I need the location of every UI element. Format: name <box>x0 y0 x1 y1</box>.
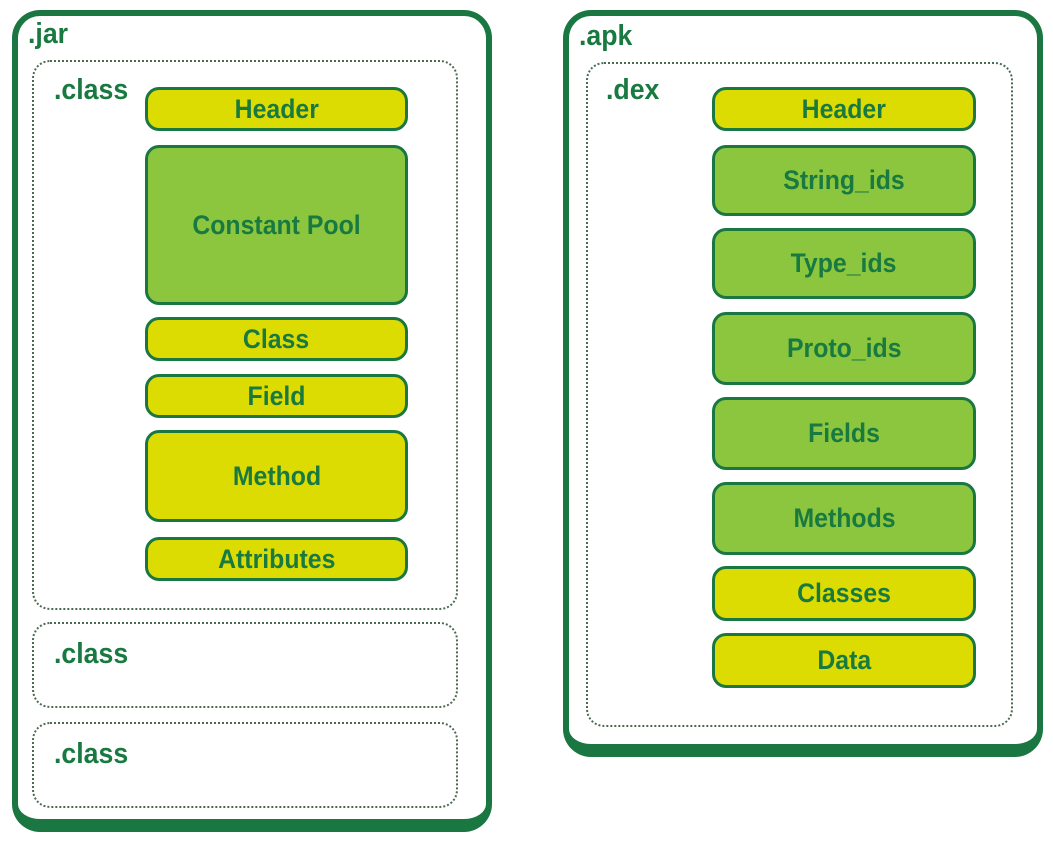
block-type-ids-label: Type_ids <box>791 248 897 278</box>
block-field-label: Field <box>247 380 306 411</box>
block-class-label: Class <box>243 323 310 354</box>
block-classes-label: Classes <box>797 578 891 608</box>
class-container-empty-1 <box>32 622 458 708</box>
block-header-class: Header <box>145 87 408 131</box>
block-constant-pool: Constant Pool <box>145 145 408 305</box>
dex-container <box>586 62 1013 727</box>
class-empty-1-label: .class <box>54 638 129 670</box>
block-data-label: Data <box>817 645 871 675</box>
block-header-dex: Header <box>712 87 976 131</box>
block-string-ids-label: String_ids <box>783 165 905 195</box>
block-methods-label: Methods <box>792 503 896 533</box>
block-header-class-label: Header <box>234 93 319 124</box>
block-proto-ids-label: Proto_ids <box>786 333 902 363</box>
block-string-ids: String_ids <box>712 145 976 216</box>
block-classes: Classes <box>712 566 976 621</box>
block-fields-label: Fields <box>808 418 880 448</box>
class-container-empty-2 <box>32 722 458 808</box>
block-fields: Fields <box>712 397 976 470</box>
jar-label: .jar <box>28 18 69 50</box>
block-methods: Methods <box>712 482 976 555</box>
block-proto-ids: Proto_ids <box>712 312 976 385</box>
block-type-ids: Type_ids <box>712 228 976 299</box>
block-constant-pool-label: Constant Pool <box>192 209 361 240</box>
block-class: Class <box>145 317 408 361</box>
block-header-dex-label: Header <box>801 93 887 124</box>
block-method-label: Method <box>232 460 321 491</box>
apk-label: .apk <box>579 20 633 52</box>
block-attributes-label: Attributes <box>217 543 336 574</box>
class-empty-2-label: .class <box>54 738 129 770</box>
class-main-label: .class <box>54 74 129 106</box>
block-attributes: Attributes <box>145 537 408 581</box>
class-container-main <box>32 60 458 610</box>
block-data: Data <box>712 633 976 688</box>
dex-label: .dex <box>606 74 660 106</box>
block-field: Field <box>145 374 408 418</box>
block-method: Method <box>145 430 408 522</box>
